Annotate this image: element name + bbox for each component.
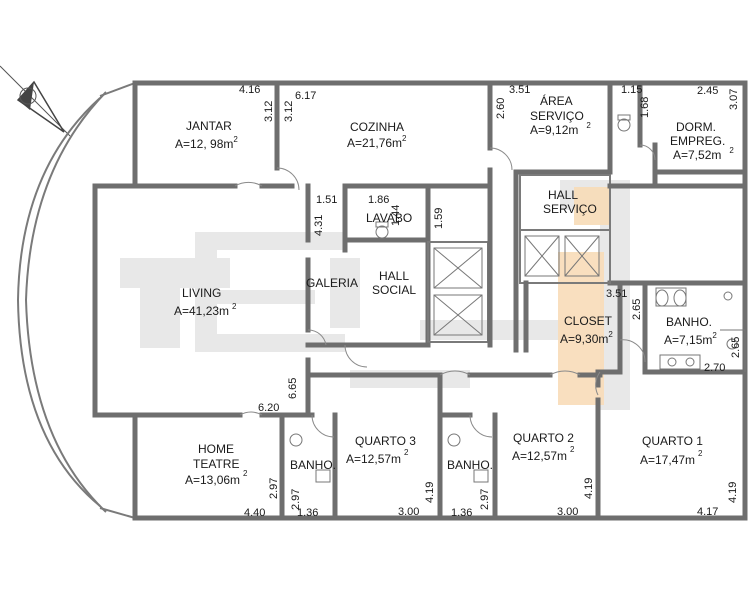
room-area-closet: A=9,30m2 [560, 330, 613, 346]
dim-label: 1.44 [390, 205, 402, 226]
room-name-cozinha: COZINHA [350, 120, 404, 134]
dim-label: 6.65 [287, 378, 299, 399]
room-area-banho-master: A=7,15m2 [664, 331, 717, 347]
toilet-icon [289, 114, 746, 483]
north-arrow-icon [0, 65, 71, 137]
dim-label: 3.12 [283, 101, 295, 122]
dim-label: 2.97 [268, 478, 280, 499]
dim-label: 1.15 [621, 84, 642, 96]
dim-label: 4.31 [313, 215, 325, 236]
dim-label: 2.97 [290, 489, 302, 510]
dim-label: 4.16 [239, 84, 260, 96]
dim-label: 2.60 [495, 98, 507, 119]
room-name-home-teatre-1: HOME [198, 442, 234, 456]
dimension-labels: 4.16 3.12 3.12 6.17 2.60 3.51 1.15 1.68 … [239, 84, 742, 519]
dim-label: 3.12 [263, 101, 275, 122]
dim-label: 4.19 [424, 482, 436, 503]
room-name-area-servico-2: SERVIÇO [530, 109, 584, 123]
room-labels: JANTAR A=12, 98m2 COZINHA A=21,76m2 ÁREA… [174, 93, 734, 487]
room-name-banho-master: BANHO. [666, 315, 712, 329]
dim-label: 3.00 [398, 506, 419, 518]
dim-label: 4.40 [244, 507, 265, 519]
dim-label: 3.07 [728, 89, 740, 110]
room-name-quarto-1: QUARTO 1 [642, 434, 703, 448]
dim-label: 4.19 [583, 478, 595, 499]
room-area-cozinha: A=21,76m2 [347, 134, 407, 150]
room-area-jantar: A=12, 98m2 [175, 135, 238, 151]
room-name-hall-social-1: HALL [379, 269, 409, 283]
room-name-closet: CLOSET [564, 314, 613, 328]
dim-label: 1.51 [316, 194, 337, 206]
elevator-icon [433, 235, 600, 336]
dim-label: 4.19 [727, 482, 739, 503]
dim-label: 2.97 [479, 489, 491, 510]
balcony-curve [16, 82, 136, 519]
room-name-quarto-3: QUARTO 3 [355, 434, 416, 448]
room-name-hall-social-2: SOCIAL [372, 283, 416, 297]
dim-label: 2.65 [631, 299, 643, 320]
dim-label: 2.45 [697, 85, 718, 97]
dim-label: 4.17 [697, 506, 718, 518]
room-name-galeria: GALERIA [306, 276, 358, 290]
dim-label: 1.36 [297, 507, 318, 519]
room-name-home-teatre-2: TEATRE [193, 457, 239, 471]
room-name-area-servico-1: ÁREA [540, 93, 573, 108]
room-name-banho-2: BANHO. [447, 458, 493, 472]
room-name-lavabo: LAVABO [366, 211, 412, 225]
dim-label: 6.20 [258, 402, 279, 414]
dim-label: 6.17 [295, 90, 316, 102]
dim-label: 2.70 [704, 362, 725, 374]
dim-label: 2.65 [730, 337, 742, 358]
room-name-jantar: JANTAR [186, 119, 232, 133]
dim-label: 3.51 [606, 288, 627, 300]
room-name-banho-1: BANHO. [290, 458, 336, 472]
room-name-dorm-1: DORM. [676, 120, 716, 134]
room-name-hall-servico-1: HALL [548, 188, 578, 202]
dim-label: 3.51 [509, 84, 530, 96]
dim-label: 1.36 [451, 507, 472, 519]
room-name-dorm-2: EMPREG. [670, 134, 725, 148]
dim-label: 1.68 [639, 97, 651, 118]
room-name-hall-servico-2: SERVIÇO [543, 202, 597, 216]
dim-label: 1.86 [368, 194, 389, 206]
dim-label: 3.00 [557, 506, 578, 518]
doors [234, 144, 656, 438]
room-name-quarto-2: QUARTO 2 [513, 431, 574, 445]
room-name-living: LIVING [182, 286, 221, 300]
dim-label: 1.59 [433, 208, 445, 229]
